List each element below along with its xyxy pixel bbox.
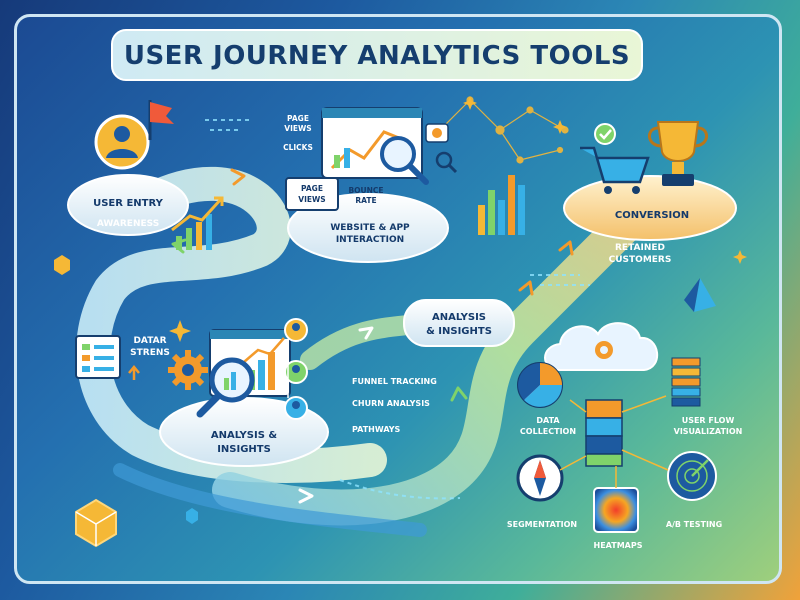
tool-user-flow-line2: VISUALIZATION xyxy=(674,427,743,436)
stage-subtitle: INTERACTION xyxy=(336,235,404,245)
stage-analysis-main: ANALYSIS & INSIGHTS xyxy=(159,318,329,467)
tag-bounce: BOUNCE xyxy=(348,186,383,195)
radar-icon xyxy=(667,451,717,501)
svg-text:INSIGHTS: INSIGHTS xyxy=(217,444,271,455)
compass-icon xyxy=(516,454,564,502)
svg-text:VIEWS: VIEWS xyxy=(298,195,325,204)
tool-data-collection-line1: DATA xyxy=(536,416,560,425)
svg-text:& INSIGHTS: & INSIGHTS xyxy=(426,326,492,337)
svg-text:ANALYSIS: ANALYSIS xyxy=(432,312,486,323)
user-avatar-icon xyxy=(94,114,150,170)
feature-funnel-tracking: FUNNEL TRACKING xyxy=(352,377,437,386)
sparkle-icons xyxy=(169,96,747,342)
tool-segmentation: SEGMENTATION xyxy=(507,520,577,529)
feature-list: FUNNEL TRACKING CHURN ANALYSIS PATHWAYS xyxy=(352,377,437,434)
tag-rate: RATE xyxy=(355,196,376,205)
svg-text:DATAR: DATAR xyxy=(133,336,166,346)
motion-dashes xyxy=(205,119,590,500)
svg-text:PAGE: PAGE xyxy=(301,184,323,193)
stage-conversion: CONVERSION RETAINED CUSTOMERS xyxy=(563,121,737,265)
tool-ab-testing: A/B TESTING xyxy=(666,520,722,529)
tool-user-flow-line1: USER FLOW xyxy=(682,416,735,425)
tag-clicks: CLICKS xyxy=(283,143,313,152)
stage-user-entry: USER ENTRY AWARENESS xyxy=(67,100,224,250)
tool-heatmaps: HEATMAPS xyxy=(594,541,643,550)
page-views-screen: PAGE VIEWS xyxy=(285,177,339,211)
shopping-cart-icon xyxy=(580,146,650,194)
heatmap-icon xyxy=(593,487,639,533)
decorative-small-cube-icon xyxy=(54,255,198,524)
stage-subtitle-line2: CUSTOMERS xyxy=(609,255,672,265)
stage-subtitle: AWARENESS xyxy=(97,219,159,229)
small-magnifier-icon xyxy=(425,123,458,174)
stage-interaction: PAGE VIEWS PAGE VIEWS CLICKS BOUNCE RATE… xyxy=(283,107,458,263)
cloud-gear-icon xyxy=(544,322,659,371)
pie-chart-icon xyxy=(517,362,563,408)
feature-pathways: PATHWAYS xyxy=(352,425,401,434)
tools-cluster: DATA COLLECTION USER FLOW VISUALIZATION … xyxy=(507,322,743,550)
flag-icon xyxy=(148,100,174,140)
tag-views: VIEWS xyxy=(284,124,311,133)
decorative-pyramid-icon xyxy=(684,278,716,312)
stacked-blocks-icon xyxy=(585,399,623,467)
tool-data-collection-line2: COLLECTION xyxy=(520,427,576,436)
tag-page: PAGE xyxy=(287,114,309,123)
stage-title: CONVERSION xyxy=(615,210,689,221)
title-banner: USER JOURNEY ANALYTICS TOOLS xyxy=(111,29,643,81)
stage-title: WEBSITE & APP xyxy=(330,223,410,233)
gear-icon xyxy=(168,350,208,390)
data-streams-note: DATAR STRENS xyxy=(75,335,170,380)
feature-churn-analysis: CHURN ANALYSIS xyxy=(352,399,430,408)
connector-lines xyxy=(559,395,669,488)
user-profiles-icon xyxy=(284,318,308,420)
trophy-icon xyxy=(648,121,708,186)
decorative-cube-icon xyxy=(75,498,117,548)
bar-cluster-icon xyxy=(478,175,525,235)
magnifier-icon xyxy=(196,357,255,418)
network-graph xyxy=(436,96,569,164)
magnifier-icon xyxy=(380,136,429,185)
page-title: USER JOURNEY ANALYTICS TOOLS xyxy=(124,41,630,71)
growth-chart-icon xyxy=(171,196,224,250)
stage-title: USER ENTRY xyxy=(93,198,164,209)
checkmark-icon xyxy=(594,123,616,145)
svg-text:STRENS: STRENS xyxy=(130,348,170,358)
layers-icon xyxy=(671,357,701,407)
svg-text:ANALYSIS &: ANALYSIS & xyxy=(211,430,278,441)
stage-analysis-mid: ANALYSIS & INSIGHTS xyxy=(403,299,515,347)
stage-subtitle-line1: RETAINED xyxy=(615,243,665,253)
